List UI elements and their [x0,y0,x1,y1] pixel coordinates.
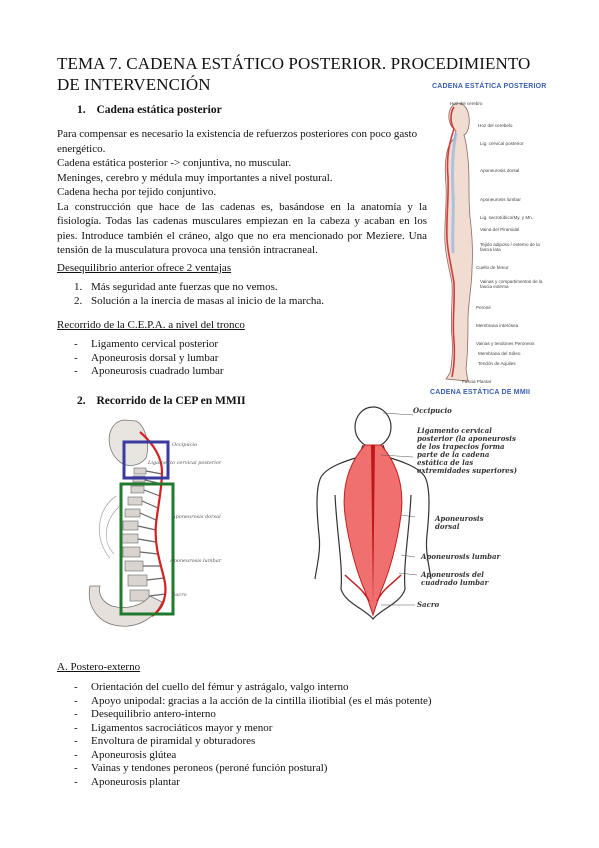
back-label: Aponeurosis dorsal [435,514,484,531]
back-label: Ligamento cervical posterior (la aponeur… [417,426,518,475]
recorrido-tronco-list: -Ligamento cervical posterior -Aponeuros… [57,338,427,379]
list-item: -Vainas y tendones peroneos (peroné func… [74,762,328,774]
figure-label: Hoz del cerebro [450,101,483,106]
body-side-illustration [444,102,473,382]
list-item: 1.Más seguridad ante fuerzas que no vemo… [74,281,278,293]
list-item: -Apoyo unipodal: gracias a la acción de … [74,694,432,707]
figure-label: Membrana del Sóleo [478,351,521,356]
section-1-number: 1. [77,104,86,116]
figure-label: Hoz del cerebelo [478,123,513,128]
list-item: -Desequilibrio antero-interno [74,708,216,720]
figure-label: Vaina del Piramidal [480,227,520,232]
section-1-title: Cadena estática posterior [96,104,222,116]
list-item: 2.Solución a la inercia de masas al inic… [74,294,325,307]
figure-label: Tendón de Aquiles [478,361,516,366]
cadena-estatica-figure: CADENA ESTÁTICA POSTERIOR Hoz del cerebr… [428,83,550,403]
spine-figure: Occipucio Ligamento cervical posterior A… [76,410,286,635]
figure-label: Vainas y tendones Peroneos [476,341,535,346]
paragraph: La construcción que hace de las cadenas … [57,200,427,257]
section-2-heading: 2. Recorrido de la CEP en MMII [77,395,246,407]
list-item: -Aponeurosis cuadrado lumbar [74,365,224,377]
list-item: -Ligamentos sacrociáticos mayor y menor [74,721,273,734]
postero-externo-heading: A. Postero-externo [57,661,141,673]
back-label: Occipucio [413,406,452,415]
spine-label: Aponeurosis lumbar [170,558,222,564]
back-illustration [314,406,432,620]
back-label: Sacro [417,600,440,609]
figure-label: Peroné [476,305,491,310]
ventajas-list: 1.Más seguridad ante fuerzas que no vemo… [57,281,427,308]
paragraph: Para compensar es necesario la existenci… [57,128,418,155]
spine-label: Occipucio [172,442,198,448]
figure-caption-top: CADENA ESTÁTICA POSTERIOR [432,83,547,90]
figure-label: Aponeurosis dorsal [480,168,520,173]
section-2-number: 2. [77,395,86,407]
postero-externo-list: -Orientación del cuello del fémur y astr… [57,681,557,789]
section-1-body: Para compensar es necesario la existenci… [57,127,427,258]
paragraph: Cadena hecha por tejido conjuntivo. [57,186,217,198]
list-item: -Aponeurosis dorsal y lumbar [74,351,219,364]
figure-caption-bottom: CADENA ESTÁTICA DE MMII [430,389,531,396]
figure-label: Fascia Plantar [462,379,492,384]
spine-illustration [88,419,175,627]
list-item: -Aponeurosis plantar [74,775,180,788]
figure-label: Aponeurosis lumbar [480,197,521,202]
spine-label: Sacro [172,592,187,598]
figure-label: Cuello de fémur [476,265,509,270]
spine-label: Ligamento cervical posterior [148,460,222,466]
back-figure: Occipucio Ligamento cervical posterior (… [305,405,535,630]
section-1-heading: 1. Cadena estática posterior [77,104,222,116]
recorrido-tronco-heading: Recorrido de la C.E.P.A. a nivel del tro… [57,319,245,331]
page-title: TEMA 7. CADENA ESTÁTICO POSTERIOR. PROCE… [57,54,531,94]
back-label: Aponeurosis lumbar [421,552,501,561]
spine-label: Aponeurosis dorsal [172,514,221,520]
figure-label: Vainas y compartimentos de la fascia ext… [480,279,543,289]
list-item: -Ligamento cervical posterior [74,338,219,350]
figure-label: Membrana interósea [476,323,519,328]
back-label: Aponeurosis del cuadrado lumbar [421,570,489,587]
desequilibrio-heading: Desequilibrio anterior ofrece 2 ventajas [57,262,232,274]
figure-label: Lig. cervical posterior [480,141,524,146]
figure-label: Tejido adiposo / externo de la fascia la… [480,242,540,252]
list-item: -Aponeurosis glútea [74,748,177,761]
section-2-title: Recorrido de la CEP en MMII [96,395,246,407]
list-item: -Envoltura de piramidal y obturadores [74,735,256,747]
paragraph: Cadena estática posterior -> conjuntiva,… [57,157,292,169]
paragraph: Meninges, cerebro y médula muy important… [57,171,333,184]
figure-label: Lig. sacrotúbico/My. y Mn. [480,215,534,220]
list-item: -Orientación del cuello del fémur y astr… [74,681,349,693]
